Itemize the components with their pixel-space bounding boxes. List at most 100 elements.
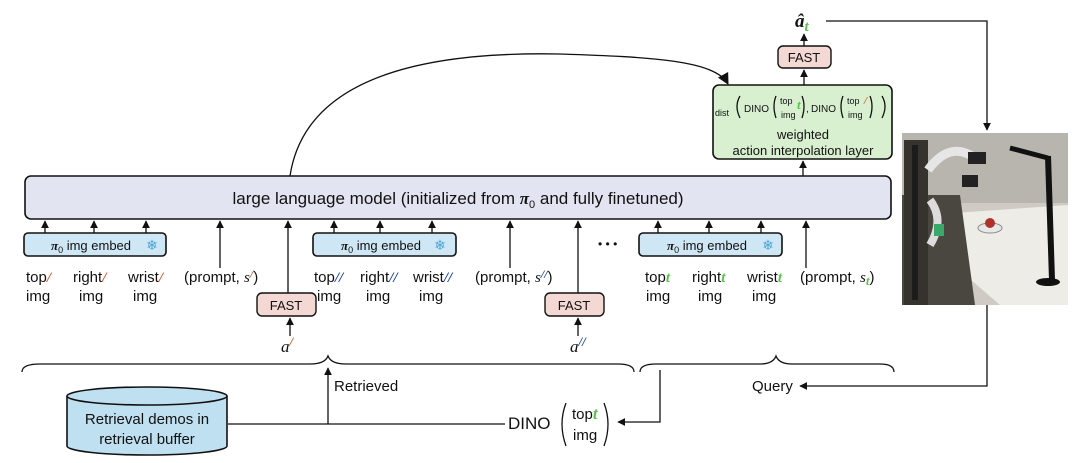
svg-text:π0 img embed: π0 img embed — [341, 238, 421, 255]
mark-query: t — [666, 270, 671, 286]
mark-query: t — [593, 404, 599, 423]
embed-to-llm-arrows — [41, 220, 810, 293]
fast-box-2: FAST — [544, 292, 605, 317]
dino-img: img — [781, 110, 796, 120]
snowflake-icon: ❄ — [434, 237, 446, 253]
dino-label: DINO — [744, 104, 769, 115]
mark-query: t — [721, 270, 726, 286]
query-label: Query — [752, 378, 793, 395]
svg-text:large language model (initiali: large language model (initialized from π… — [232, 189, 683, 211]
retrieved-brace — [21, 354, 635, 373]
fast-label: FAST — [788, 50, 821, 65]
output-to-robot-arrow — [826, 20, 991, 131]
snowflake-icon: ❄ — [762, 237, 774, 253]
mark-demo-2: // — [334, 270, 345, 286]
action-a: a — [281, 337, 290, 356]
weighted-line-1: weighted — [776, 127, 829, 142]
mark-demo-2: // — [443, 270, 454, 286]
input-img-label: img — [646, 288, 670, 305]
svg-text:top//: top// — [314, 269, 345, 286]
embed-label: img embed — [63, 238, 131, 253]
inputs-demo-2: top// img right// img wrist// img (promp… — [314, 267, 553, 305]
input-wrist-label: wrist — [412, 269, 445, 286]
query-brace — [639, 354, 895, 373]
svg-text:wrist//: wrist// — [412, 269, 454, 286]
mark-query: t — [805, 19, 810, 35]
svg-text:(prompt, st): (prompt, st) — [800, 269, 874, 288]
embed-pi-sub: 0 — [58, 245, 63, 255]
embed-label: img embed — [353, 238, 421, 253]
embed-box-3: π0 img embed ❄ — [638, 232, 783, 257]
llm-pi-sub: 0 — [529, 199, 535, 211]
prompt-pre: (prompt, — [800, 269, 860, 286]
inputs-demo-1: top/ img right/ img wrist/ img (prompt, … — [26, 267, 258, 305]
robot-scene-image — [902, 133, 1068, 305]
fast-box-top: FAST — [777, 45, 832, 69]
mark-query: t — [866, 273, 870, 288]
dino-top: top — [572, 406, 593, 423]
svg-text:topt: topt — [572, 404, 599, 423]
svg-text:(prompt, s//): (prompt, s//) — [475, 267, 553, 286]
inputs-query: topt img rightt img wristt img (prompt, … — [645, 269, 874, 305]
prompt-post: ) — [869, 269, 874, 286]
embed-pi: π — [51, 238, 59, 253]
mark-demo-1: / — [289, 334, 295, 349]
output-action-label: ât — [795, 11, 810, 35]
svg-text:topt: topt — [645, 269, 671, 286]
llm-pi: π — [520, 189, 530, 208]
mark-demo-1: / — [863, 95, 868, 107]
retrieval-buffer-db: Retrieval demos in retrieval buffer — [66, 386, 228, 456]
input-img-label: img — [133, 288, 157, 305]
mark-query: t — [797, 97, 801, 112]
input-right-label: right — [73, 269, 103, 286]
svg-text:right//: right// — [360, 269, 399, 286]
retrieved-actions-arrow — [289, 53, 729, 177]
input-img-label: img — [79, 288, 103, 305]
fast-label: FAST — [270, 298, 303, 313]
svg-text:π0 img embed: π0 img embed — [51, 238, 131, 255]
dino-top: top — [847, 96, 860, 106]
embed-pi-sub: 0 — [348, 245, 353, 255]
mark-demo-2: // — [578, 334, 588, 349]
query-to-dino-arrow — [617, 370, 661, 426]
weighted-line-2: action interpolation layer — [733, 143, 875, 158]
dino-label: DINO — [811, 104, 836, 115]
dino-img: img — [573, 427, 597, 444]
llm-label-pre: large language model (initialized from — [232, 189, 519, 208]
mark-demo-1: / — [158, 270, 165, 286]
svg-text:right/: right/ — [73, 269, 108, 286]
llm-box: large language model (initialized from π… — [24, 175, 892, 220]
svg-text:top/: top/ — [26, 269, 53, 286]
db-line-2: retrieval buffer — [99, 431, 195, 448]
retrieved-label: Retrieved — [334, 378, 398, 395]
mark-demo-1: / — [46, 270, 53, 286]
action-a: a — [570, 337, 579, 356]
weighted-interp-box: dist DINO top t img , DINO top / img wei… — [712, 84, 893, 160]
action-1-label: a/ — [281, 334, 295, 356]
embed-pi: π — [667, 238, 675, 253]
input-img-label: img — [366, 288, 390, 305]
mark-query: t — [778, 270, 783, 286]
prompt-s: s — [860, 270, 866, 286]
llm-label-post: and fully finetuned) — [535, 189, 683, 208]
ellipsis: • • • — [598, 237, 617, 251]
db-line-1: Retrieval demos in — [85, 411, 209, 428]
photo-to-query-arrow — [799, 305, 988, 390]
svg-text:π0 img embed: π0 img embed — [667, 238, 747, 255]
embed-pi: π — [341, 238, 349, 253]
input-top-label: top — [26, 269, 47, 286]
prompt-post: ) — [253, 269, 258, 286]
dino-img: img — [848, 110, 863, 120]
comma: , — [806, 104, 809, 115]
input-img-label: img — [698, 288, 722, 305]
dist-label: dist — [715, 108, 730, 118]
input-right-label: right — [360, 269, 390, 286]
svg-text:wrist/: wrist/ — [127, 269, 165, 286]
embed-pi-sub: 0 — [674, 245, 679, 255]
prompt-post: ) — [548, 269, 553, 286]
prompt-pre: (prompt, — [475, 269, 535, 286]
input-top-label: top — [645, 269, 666, 286]
input-img-label: img — [419, 288, 443, 305]
prompt-s: s — [244, 270, 250, 286]
snowflake-icon: ❄ — [146, 237, 158, 253]
